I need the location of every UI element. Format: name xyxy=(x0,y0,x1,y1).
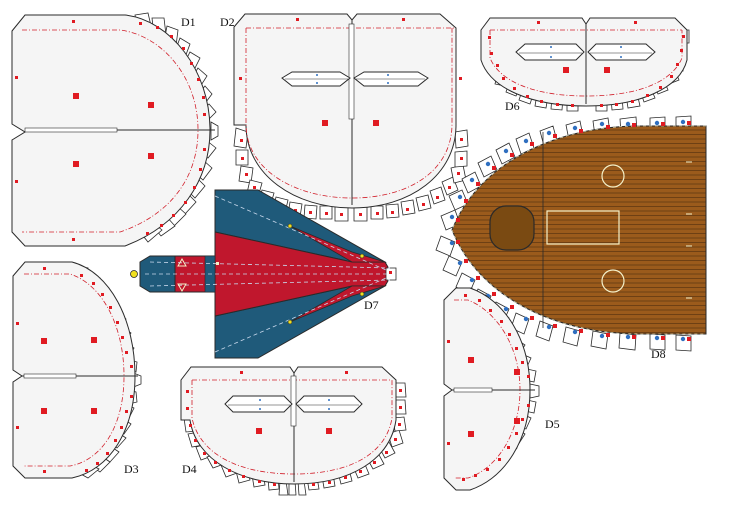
d4-markers xyxy=(186,371,402,486)
label-d4: D4 xyxy=(182,462,197,476)
d7-dashed-lines xyxy=(145,195,391,353)
d4-slot-right xyxy=(295,395,363,413)
label-d2: D2 xyxy=(220,15,235,29)
part-d7 xyxy=(130,189,397,359)
part-d3 xyxy=(12,261,142,479)
d3-body xyxy=(12,261,136,479)
d5-markers xyxy=(447,294,530,481)
d6-body xyxy=(480,17,688,107)
label-d5: D5 xyxy=(545,417,560,431)
d6-slot-left xyxy=(515,43,585,61)
d8-cargo-hatch xyxy=(546,210,620,245)
part-d4 xyxy=(180,366,407,496)
label-d7: D7 xyxy=(364,298,379,312)
d8-tabs xyxy=(435,115,692,352)
d6-markers xyxy=(488,21,685,107)
d7-upper-red-fin xyxy=(289,225,386,263)
part-d6 xyxy=(480,17,690,112)
d8-deck-marks xyxy=(686,161,692,299)
d8-hatch xyxy=(489,205,535,251)
d8-bow-edge xyxy=(451,125,706,335)
d7-markers xyxy=(130,223,392,325)
label-d6: D6 xyxy=(505,99,520,113)
part-d2 xyxy=(233,13,469,222)
d7-lower-red-fin xyxy=(289,285,386,323)
d6-slot-right xyxy=(587,43,656,61)
d6-cut-line xyxy=(489,29,683,97)
label-d8: D8 xyxy=(651,347,666,361)
d1-markers xyxy=(15,20,206,241)
part-d5 xyxy=(443,287,540,491)
d8-markers xyxy=(449,119,691,342)
d3-markers xyxy=(16,267,133,473)
d8-mast-hole-2 xyxy=(601,269,625,293)
d8-mast-hole-1 xyxy=(601,164,625,188)
d2-body xyxy=(233,13,457,209)
part-d8 xyxy=(435,115,707,352)
part-d1 xyxy=(11,12,219,247)
label-d3: D3 xyxy=(124,462,139,476)
d3-cut-line xyxy=(24,273,125,467)
label-d1: D1 xyxy=(181,15,196,29)
d4-slot-left xyxy=(224,395,293,413)
